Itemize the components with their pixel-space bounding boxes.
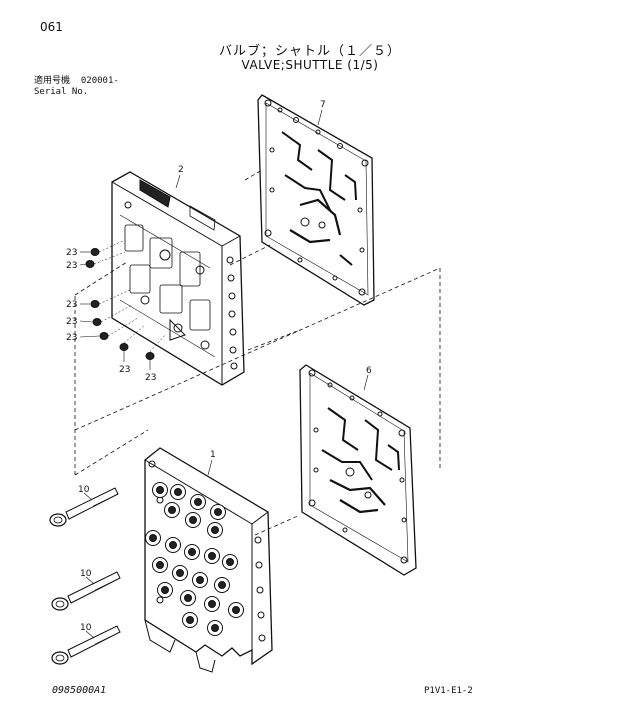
- bolt-3: [51, 625, 121, 665]
- callout-plug-1: 23: [66, 248, 77, 258]
- callout-valve-block: 2: [178, 165, 184, 175]
- serial-label-en: Serial No.: [34, 87, 89, 97]
- plug-4: [79, 318, 102, 326]
- plug-6: [119, 343, 129, 362]
- plug-5: [79, 332, 109, 340]
- title-japanese: バルブ；シャトル（１／５）: [218, 44, 401, 59]
- plugs: [79, 239, 166, 370]
- valve-body: [144, 447, 273, 673]
- callout-bolt-1: 10: [78, 485, 90, 495]
- callout-plug-3: 23: [66, 300, 77, 310]
- plug-7: [145, 352, 155, 370]
- separator-plate-lower: [299, 364, 417, 576]
- callout-plug-6: 23: [119, 365, 130, 375]
- bolt-2: [51, 571, 121, 611]
- bolt-1: [49, 487, 119, 527]
- sheet-reference: P1V1-E1-2: [424, 686, 473, 696]
- separator-plate-upper: [257, 94, 375, 306]
- callout-plug-4: 23: [66, 317, 77, 327]
- callout-plate-lower: 6: [366, 366, 372, 376]
- callout-plate-top: 7: [320, 100, 326, 110]
- figure-code: 0985000A1: [52, 685, 107, 696]
- serial-label-jp: 適用号機: [34, 76, 71, 86]
- spool-bores: [145, 482, 244, 636]
- callout-bolt-2: 10: [80, 569, 92, 579]
- assembly-guide-lines: [74, 169, 441, 536]
- plug-2: [79, 260, 95, 268]
- plug-3: [80, 300, 100, 308]
- title-english: VALVE;SHUTTLE (1/5): [241, 58, 379, 72]
- callout-valve-body: 1: [210, 450, 216, 460]
- callout-plug-2: 23: [66, 261, 77, 271]
- callout-bolt-3: 10: [80, 623, 92, 633]
- valve-block-upper: [111, 171, 245, 386]
- plug-1: [80, 248, 100, 256]
- serial-value: 020001-: [80, 76, 119, 86]
- callout-plug-5: 23: [66, 333, 77, 343]
- page-number: 061: [40, 20, 63, 34]
- callout-plug-7: 23: [145, 373, 156, 383]
- serial-info: 適用号機 020001- Serial No.: [34, 76, 119, 98]
